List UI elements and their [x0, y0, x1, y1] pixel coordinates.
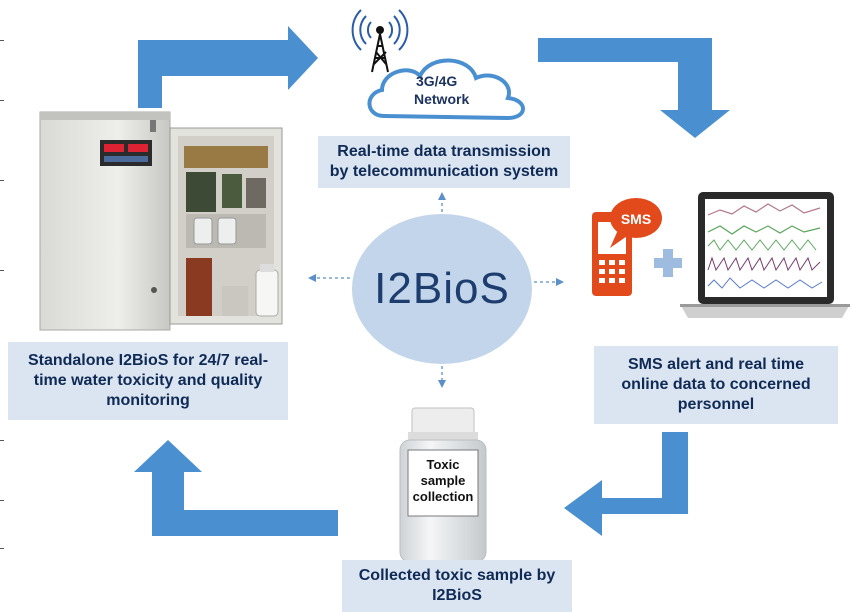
edge-tick	[0, 548, 4, 549]
hub-label: I2BioS	[374, 264, 510, 313]
caption-sms-alert: SMS alert and real time online data to c…	[594, 346, 838, 424]
i2bios-cabinet-closed	[39, 111, 171, 331]
sample-bottle-icon	[399, 407, 487, 563]
network-label-line1: 3G/4G	[416, 73, 457, 89]
edge-tick	[0, 100, 4, 101]
caption-standalone-line1: Standalone I2BioS for 24/7 real-	[27, 352, 269, 369]
hub-connectors	[308, 192, 564, 388]
cloud-icon	[367, 58, 525, 121]
caption-sms-alert-line3: personnel	[677, 396, 755, 413]
flow-arrow-bottom-left	[134, 440, 338, 536]
edge-tick	[0, 40, 4, 41]
caption-collected: Collected toxic sample by I2BioS	[342, 560, 572, 612]
edge-tick	[0, 500, 4, 501]
hub-node: I2BioS	[352, 214, 532, 364]
cell-tower-icon	[351, 9, 409, 73]
caption-sms-alert-line2: online data to concerned	[621, 376, 811, 393]
bottle-label-line2: sample	[421, 473, 466, 488]
flow-arrow-top-right	[538, 38, 730, 138]
caption-standalone-line3: monitoring	[106, 392, 190, 409]
edge-tick	[0, 180, 4, 181]
i2bios-cabinet-open	[169, 127, 283, 325]
caption-sms-alert-line1: SMS alert and real time	[627, 356, 805, 373]
sms-phone-icon	[592, 198, 662, 296]
caption-transmission-line2: by telecommunication system	[329, 163, 559, 180]
plus-icon	[654, 249, 682, 277]
network-label-line2: Network	[414, 91, 469, 107]
bottle-label-line1: Toxic	[427, 457, 460, 472]
edge-tick	[0, 270, 4, 271]
sms-bubble-label: SMS	[621, 211, 651, 227]
bottle-label-line3: collection	[413, 489, 474, 504]
caption-standalone-line2: time water toxicity and quality	[33, 372, 263, 389]
flow-arrow-top-left	[138, 26, 318, 108]
flow-arrow-bottom-right	[564, 432, 688, 536]
edge-tick	[0, 440, 4, 441]
laptop-icon	[680, 192, 850, 318]
caption-transmission: Real-time data transmission by telecommu…	[318, 136, 570, 188]
caption-collected-line2: I2BioS	[432, 587, 482, 604]
caption-standalone: Standalone I2BioS for 24/7 real- time wa…	[8, 342, 288, 420]
caption-transmission-line1: Real-time data transmission	[337, 143, 551, 160]
caption-collected-line1: Collected toxic sample by	[358, 567, 556, 584]
